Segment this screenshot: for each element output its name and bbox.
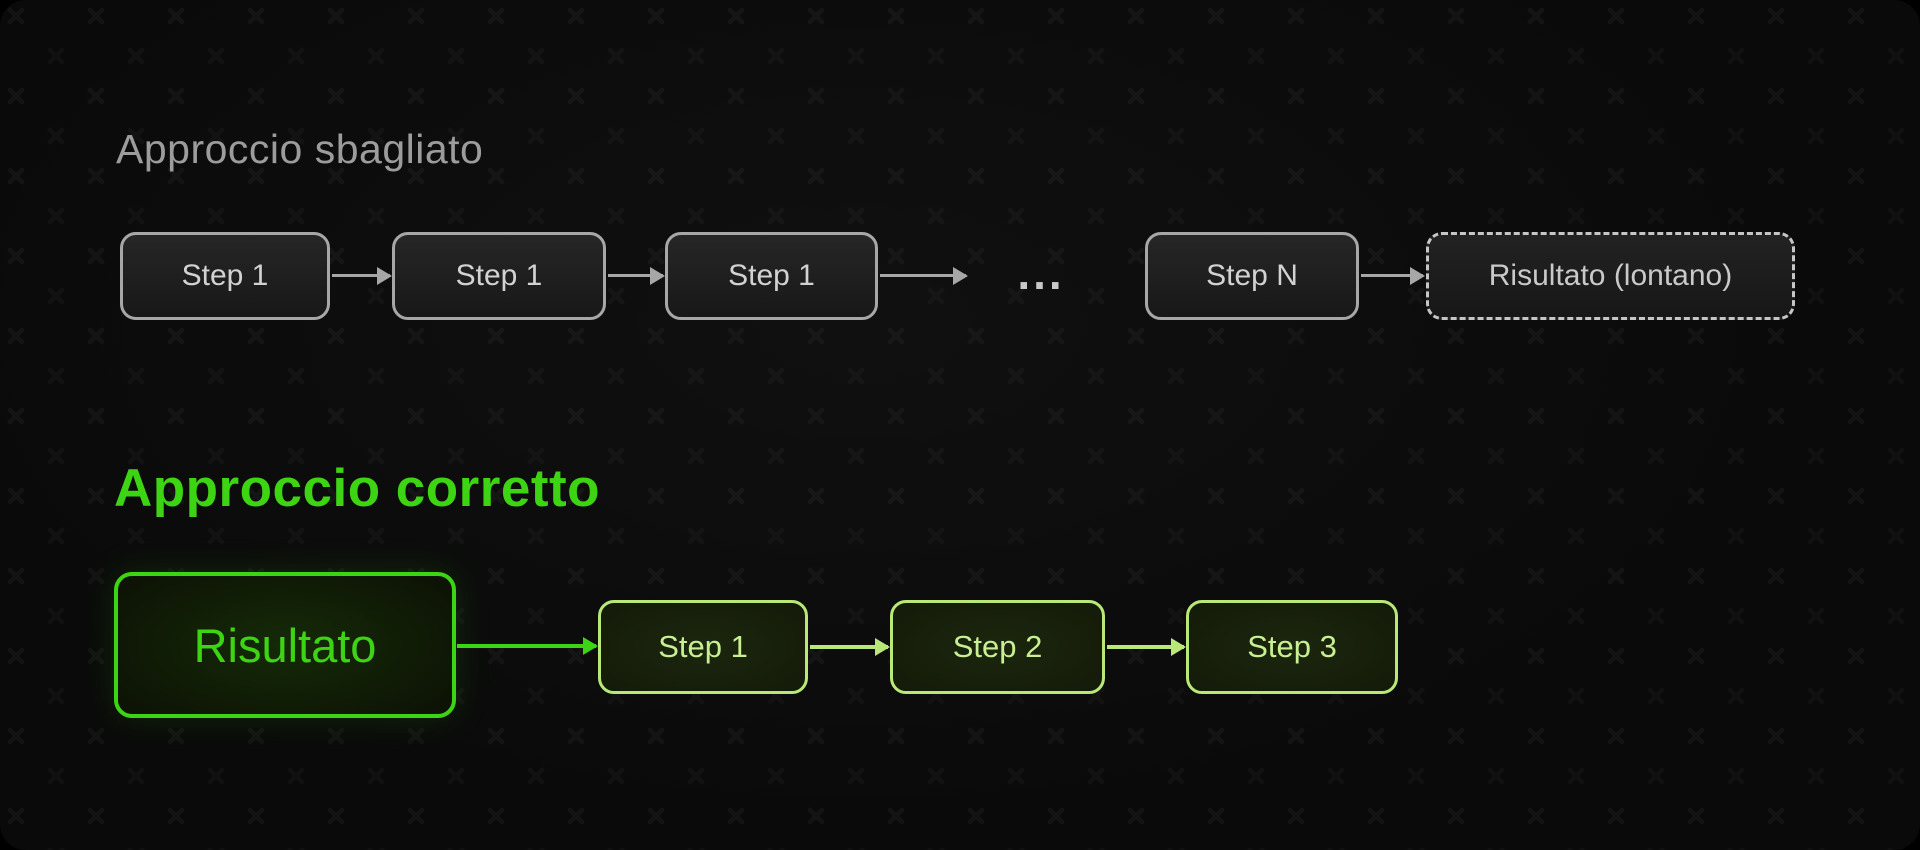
wrong-result-node-distant: Risultato (lontano) bbox=[1426, 232, 1795, 320]
wrong-step-label-3: Step 1 bbox=[728, 259, 815, 292]
wrong-final-step-label: Step N bbox=[1206, 259, 1298, 292]
arrow-right-icon bbox=[332, 274, 390, 277]
wrong-step-node-2: Step 1 bbox=[392, 232, 606, 320]
arrow-right-icon bbox=[880, 274, 966, 277]
wrong-step-node-1: Step 1 bbox=[120, 232, 330, 320]
wrong-step-label-1: Step 1 bbox=[181, 259, 269, 292]
wrong-step-node-3: Step 1 bbox=[665, 232, 878, 320]
correct-step-node-3: Step 3 bbox=[1186, 600, 1398, 694]
wrong-approach-title: Approccio sbagliato bbox=[116, 126, 484, 172]
correct-approach-title: Approccio corretto bbox=[114, 459, 601, 518]
wrong-step-node-final: Step N bbox=[1145, 232, 1359, 320]
correct-step-label-2: Step 2 bbox=[952, 629, 1043, 664]
arrow-right-icon bbox=[608, 274, 663, 277]
correct-step-label-3: Step 3 bbox=[1247, 629, 1337, 664]
correct-step-node-2: Step 2 bbox=[890, 600, 1105, 694]
wrong-result-label: Risultato (lontano) bbox=[1488, 259, 1733, 292]
arrow-right-icon bbox=[810, 645, 888, 649]
wrong-step-label-2: Step 1 bbox=[455, 259, 543, 292]
correct-step-label-1: Step 1 bbox=[658, 629, 748, 664]
arrow-right-icon bbox=[1107, 645, 1184, 649]
arrow-right-icon bbox=[457, 644, 596, 648]
correct-step-node-1: Step 1 bbox=[598, 600, 808, 694]
arrow-right-icon bbox=[1361, 274, 1423, 277]
correct-result-label: Risultato bbox=[193, 618, 377, 672]
ellipsis-icon: ... bbox=[1017, 247, 1065, 299]
correct-result-node: Risultato bbox=[114, 572, 456, 718]
